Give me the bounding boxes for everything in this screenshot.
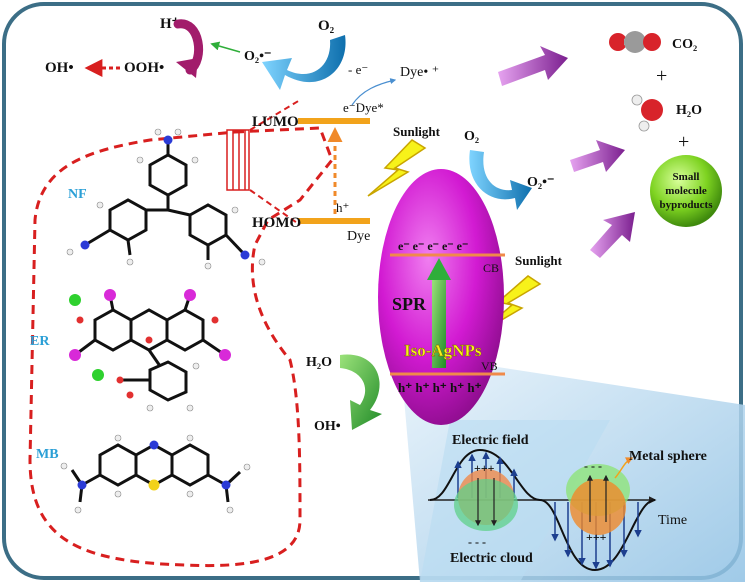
sunlight-1-label: Sunlight [393, 124, 441, 139]
oh-out-label: OH• [314, 419, 341, 434]
dye-label: Dye [347, 229, 370, 244]
er-atoms [69, 289, 231, 412]
o2-top-label: O₂ [318, 18, 335, 34]
nf-molecule [84, 140, 247, 260]
purple-arrow-top [498, 46, 568, 86]
cb-label: CB [483, 261, 499, 275]
lumo-bar [298, 118, 370, 124]
spr-arrow-shaft [432, 278, 446, 368]
nf-atoms [66, 128, 266, 270]
metal-sphere-label: Metal sphere [629, 449, 707, 464]
plus-2-label: + [678, 131, 689, 153]
h2o-product-label: H₂O [676, 103, 702, 118]
h-plus-arrow-head [176, 58, 198, 78]
small-molecule-line-2: molecule [665, 185, 707, 197]
h-plus-small-label: h⁺ [336, 200, 349, 215]
purple-arrow-bottom [590, 212, 635, 258]
co2-molecule [609, 31, 661, 53]
metal-sphere-pointer [614, 457, 634, 479]
water-oxidation-arrow [340, 354, 382, 430]
minus-e-label: - e⁻ [348, 62, 368, 77]
minus-charges-left: - - - [468, 535, 486, 549]
small-molecule-ball [650, 155, 722, 227]
nf-label: NF [68, 187, 87, 202]
metal-sphere-right [570, 479, 626, 535]
minus-charges-right: - - - [584, 459, 602, 473]
plus-charges-right: +++ [586, 530, 607, 544]
e-dye-star-label: e⁻Dye* [343, 100, 384, 115]
electric-field-label: Electric field [452, 433, 529, 448]
holes-label: h⁺ h⁺ h⁺ h⁺ h⁺ [398, 380, 482, 395]
mb-label: MB [36, 447, 59, 462]
sunlight-bolt-1 [367, 139, 427, 197]
wave-curve [429, 448, 656, 572]
electrons-label: e⁻ e⁻ e⁻ e⁻ e⁻ [398, 239, 468, 253]
electric-cloud-label: Electric cloud [450, 551, 533, 566]
small-molecule-line-1: Small [673, 171, 700, 183]
electron-cloud-left [454, 479, 518, 531]
dashed-connector-bottom [249, 189, 301, 226]
wave-inset: +++ - - - - - - +++ [428, 448, 657, 572]
oh-radical-left-label: OH• [45, 60, 74, 76]
o2-radical-top-label: O₂•⁻ [244, 49, 271, 64]
dipole-arrows [475, 474, 609, 527]
mb-atoms [60, 434, 251, 514]
iso-agnps-label: Iso-AgNPs [404, 341, 482, 360]
h-plus-label: H⁺ [160, 16, 180, 32]
vb-label: VB [481, 359, 498, 373]
time-label: Time [658, 513, 687, 528]
co2-label: CO₂ [672, 37, 697, 52]
o2-radical-mid-label: O₂•⁻ [527, 175, 554, 190]
plus-charges-left: +++ [474, 461, 495, 475]
h2o-in-label: H₂O [306, 355, 332, 370]
homo-bar [298, 218, 370, 224]
o2-mid-label: O₂ [464, 129, 479, 144]
spr-arrow-head [427, 258, 451, 280]
ooh-radical-label: OOH• [124, 60, 164, 76]
dye-molecules-outline [28, 126, 334, 568]
sunlight-2-label: Sunlight [515, 253, 563, 268]
spr-label: SPR [392, 294, 427, 314]
er-label: ER [30, 334, 50, 349]
lumo-label: LUMO [252, 114, 299, 130]
water-molecule [631, 94, 663, 132]
purple-arrow-mid [570, 140, 625, 172]
o2-mid-arrow [469, 150, 532, 210]
o2-reduction-arrow [262, 35, 346, 90]
green-arrow-to-h [210, 41, 241, 53]
homo-label: HOMO [252, 215, 301, 231]
dye-oxidation-arrow [351, 78, 397, 106]
connector-stripes [226, 129, 250, 191]
plus-1-label: + [656, 65, 667, 87]
small-molecule-line-3: byproducts [660, 199, 714, 211]
dye-cation-label: Dye• ⁺ [400, 65, 439, 80]
